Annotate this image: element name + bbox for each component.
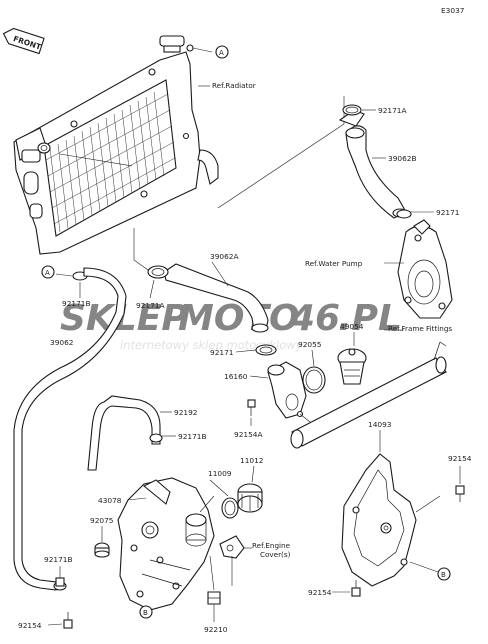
- label-92154-right: 92154: [448, 454, 472, 463]
- radiator-outlet-hose-icon: [197, 149, 219, 185]
- bolt-92154-right-icon: [455, 485, 465, 502]
- thermostat-49054-icon: [337, 348, 367, 385]
- watermark-pl: .PL: [338, 298, 401, 339]
- watermark-moto: MOTO: [178, 298, 300, 339]
- label-92154-bottomright: 92154: [308, 588, 332, 597]
- circle-mark-a-left-label: A: [45, 269, 50, 277]
- label-14093: 14093: [368, 420, 392, 429]
- radiator-cap-icon: [159, 35, 194, 53]
- circle-mark-b-left: [139, 605, 153, 619]
- label-92171a-mid: 92171A: [136, 301, 165, 310]
- radiator-core-hatch: [45, 91, 176, 233]
- circle-mark-a-left: [41, 265, 55, 279]
- label-92171b-mid: 92171B: [178, 432, 207, 441]
- radiator-icon: [13, 51, 201, 255]
- label-43078: 43078: [98, 496, 122, 505]
- diagram-code: E3037: [441, 6, 465, 15]
- circle-mark-a-top-label: A: [219, 49, 224, 57]
- hose-92192-icon: [87, 395, 161, 471]
- hose-39062a-icon: [163, 263, 269, 333]
- label-39062a: 39062A: [210, 252, 239, 261]
- radiator-inlet-pipe-icon: [37, 142, 51, 154]
- frame-pipe-icon: [290, 341, 447, 449]
- cap-11012-icon: [237, 483, 263, 513]
- ref-engine-cover-line2: Cover(s): [260, 550, 291, 559]
- watermark-46: 46: [289, 298, 340, 339]
- bolt-92154-bottomright-icon: [351, 580, 361, 597]
- engine-cover-bracket-icon: [219, 535, 245, 559]
- label-92154-bottomleft: 92154: [18, 621, 42, 630]
- ref-water-pump: Ref.Water Pump: [305, 259, 363, 268]
- label-92210: 92210: [204, 625, 228, 634]
- hose-39062b-icon: [338, 109, 408, 219]
- shroud-14093-icon: [341, 453, 417, 587]
- label-92171b-left: 92171B: [62, 299, 91, 308]
- clip-92210-icon: [207, 591, 221, 605]
- clamp-92171-mid-icon: [255, 344, 277, 356]
- circle-mark-a-top: [215, 45, 229, 59]
- gasket-11009-icon: [221, 497, 239, 519]
- bolt-92154a-icon: [247, 399, 256, 416]
- ref-engine-cover-line1: Ref.Engine: [252, 541, 291, 550]
- label-92075: 92075: [90, 516, 114, 525]
- water-pump-icon: [397, 219, 453, 319]
- ref-radiator: Ref.Radiator: [212, 81, 256, 90]
- clamp-92171a-mid-icon: [147, 265, 169, 279]
- circle-mark-b-left-label: B: [143, 609, 148, 617]
- oring-92055-icon: [302, 366, 326, 394]
- label-92154a: 92154A: [234, 430, 263, 439]
- label-49054: 49054: [340, 322, 364, 331]
- ref-frame-fittings: Ref.Frame Fittings: [388, 324, 452, 333]
- label-11012: 11012: [240, 456, 264, 465]
- cooler-cover-43078-icon: [117, 477, 215, 611]
- label-11009: 11009: [208, 469, 232, 478]
- label-39062b: 39062B: [388, 154, 417, 163]
- label-92055: 92055: [298, 340, 322, 349]
- bolt-92154-bottomleft-icon: [63, 612, 73, 629]
- label-92171-mid: 92171: [210, 348, 234, 357]
- circle-mark-b-right-label: B: [441, 571, 446, 579]
- label-92192: 92192: [174, 408, 198, 417]
- label-92171-top: 92171: [436, 208, 460, 217]
- plug-92075-icon: [94, 542, 110, 558]
- clamp-92171-top-icon: [396, 209, 412, 219]
- circle-mark-b-right: [437, 567, 451, 581]
- label-39062: 39062: [50, 338, 74, 347]
- thermostat-housing-16160-icon: [267, 361, 307, 419]
- label-92171b-low: 92171B: [44, 555, 73, 564]
- label-16160: 16160: [224, 372, 248, 381]
- clamp-92171a-top-icon: [342, 104, 362, 116]
- clamp-92171b-mid-icon: [149, 433, 163, 443]
- label-92171a-top: 92171A: [378, 106, 407, 115]
- bolt-cover-left-icon: [55, 577, 65, 587]
- front-arrow-icon: FRONT: [2, 27, 45, 55]
